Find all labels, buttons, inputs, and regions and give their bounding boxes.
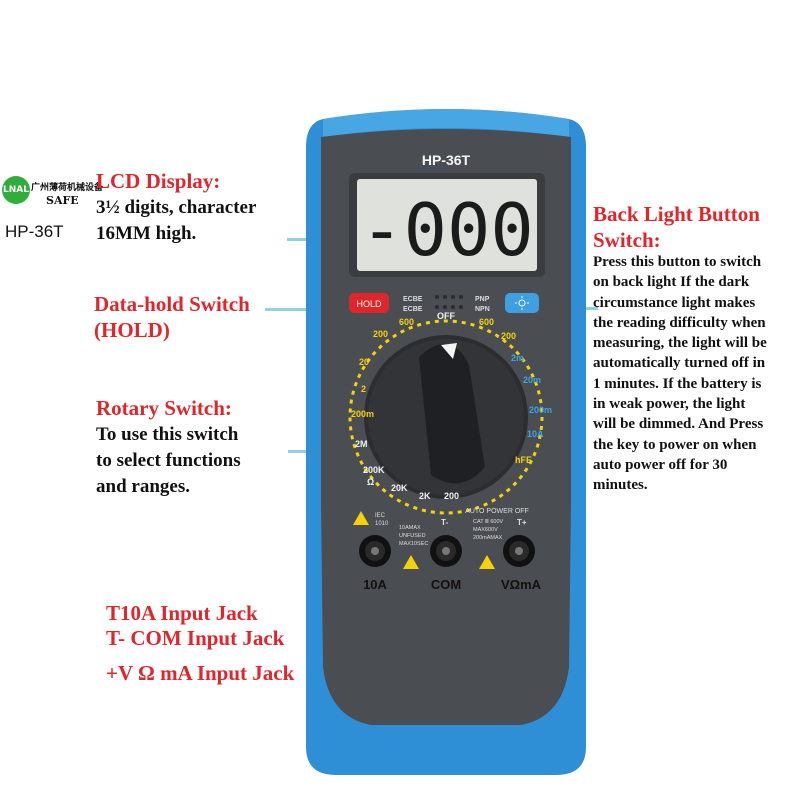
warn-mid-1: 10AMAX [399, 525, 421, 531]
lcd-screen [357, 179, 537, 271]
multimeter-device: HP-36T -000 HOLD ECBE ECBE PNP NPN OFF 6… [306, 109, 586, 775]
jack-label-com: COM [431, 577, 461, 592]
dial-range: 2M [355, 439, 368, 449]
dial-off: OFF [437, 311, 455, 321]
warning-icon [479, 555, 495, 569]
hold-callout-title-1: Data-hold Switch [94, 292, 250, 316]
brand-logo: LNAL [2, 176, 30, 204]
warning-icon [403, 555, 419, 569]
hold-button[interactable] [349, 293, 389, 313]
backlight-button[interactable] [505, 293, 539, 313]
dial-range: 200m [351, 409, 374, 419]
sun-icon [515, 296, 529, 310]
device-model-label: HP-36T [422, 152, 471, 168]
dial-range: 10A [527, 429, 544, 439]
backlight-line: Press this button to switch [593, 254, 762, 270]
jack-callout-10a: T10A Input Jack [106, 601, 258, 625]
cat-rating-2: MAX600V [473, 527, 498, 533]
knob-pointer-icon [441, 343, 457, 359]
transistor-socket[interactable] [435, 295, 463, 309]
iec-label-2: 1010 [375, 521, 389, 527]
jack-label-vohm: VΩmA [501, 577, 542, 592]
lcd-callout-title: LCD Display: [96, 169, 221, 193]
rotary-callout-title: Rotary Switch: [96, 396, 232, 420]
backlight-callout-body: Press this button to switch on back ligh… [593, 252, 800, 496]
warn-mid-3: MAX10SEC [399, 541, 428, 547]
dial-range: 20m [523, 375, 541, 385]
iec-label-1: IEC [375, 513, 386, 519]
dial-ohm: Ω [367, 477, 374, 487]
jack-top-label: T- [441, 518, 448, 527]
dial-range: 20 [359, 357, 369, 367]
brand-english-name: SAFE [46, 194, 79, 207]
dial-range: 2m [511, 353, 524, 363]
dial-range: 200m [529, 405, 552, 415]
brand-chinese-name: 广州薄荷机械设备 [31, 183, 104, 193]
ecbe-label-2: ECBE [403, 306, 423, 313]
rotary-callout-body-1: To use this switch [96, 424, 239, 445]
cat-rating-3: 200mAMAX [473, 535, 503, 541]
warning-icon [353, 511, 369, 525]
lcd-callout-body-2: 16MM high. [96, 223, 197, 244]
dial-range: 200 [501, 331, 516, 341]
backlight-line: minutes. [593, 477, 648, 494]
ecbe-label-1: ECBE [403, 296, 423, 303]
backlight-line: the reading difficulty when [593, 314, 766, 331]
backlight-callout-title-2: Switch: [593, 228, 661, 252]
lcd-reading: -000 [360, 188, 533, 272]
backlight-line: the key to power on when [593, 436, 757, 453]
rotary-callout-body-2: to select functions [96, 450, 241, 471]
backlight-callout-title-1: Back Light Button [593, 202, 760, 226]
hold-button-label: HOLD [356, 299, 382, 309]
backlight-line: 1 minutes. If the battery is [593, 375, 762, 392]
dial-range: 600 [399, 317, 414, 327]
dial-range: 200 [444, 491, 459, 501]
dial-range-ring [348, 319, 544, 515]
dial-range: 200K [363, 465, 385, 475]
pnp-label: PNP [475, 296, 490, 303]
npn-label: NPN [475, 306, 490, 313]
jack-top-label: T+ [517, 518, 527, 527]
backlight-line: auto power off for 30 [593, 456, 728, 473]
brand-model-label: HP-36T [5, 222, 64, 241]
dial-range: 2 [361, 384, 366, 394]
jack-callout-com: T- COM Input Jack [106, 626, 285, 650]
warn-mid-2: UNFUSED [399, 533, 426, 539]
backlight-line: in weak power, the light [593, 396, 746, 413]
hold-callout-title-2: (HOLD) [94, 318, 170, 342]
jack-10a[interactable] [359, 535, 391, 567]
dial-range: 600 [479, 317, 494, 327]
auto-power-off: AUTO POWER OFF [465, 508, 529, 515]
jack-label-10a: 10A [363, 577, 387, 592]
backlight-line: measuring, the light will be [593, 335, 767, 352]
jack-vohm-ma[interactable] [503, 535, 535, 567]
backlight-line: automatically turned off in [593, 355, 766, 372]
dial-range: 200 [373, 329, 388, 339]
dial-range: 2K [419, 491, 431, 501]
rotary-knob[interactable] [419, 343, 485, 484]
backlight-line: on back light If the dark [593, 274, 750, 291]
cat-rating-1: CAT Ⅲ 600V [473, 519, 504, 525]
jack-callout-vohm: +V Ω mA Input Jack [106, 661, 295, 685]
dial-range: 20K [391, 483, 408, 493]
dial-range: hFE [515, 455, 532, 465]
backlight-line: circumstance light makes [593, 294, 756, 311]
lcd-callout-body-1: 3½ digits, character [96, 197, 257, 218]
rotary-callout-body-3: and ranges. [96, 476, 190, 497]
jack-com[interactable] [430, 535, 462, 567]
backlight-line: will be dimmed. And Press [593, 416, 764, 433]
